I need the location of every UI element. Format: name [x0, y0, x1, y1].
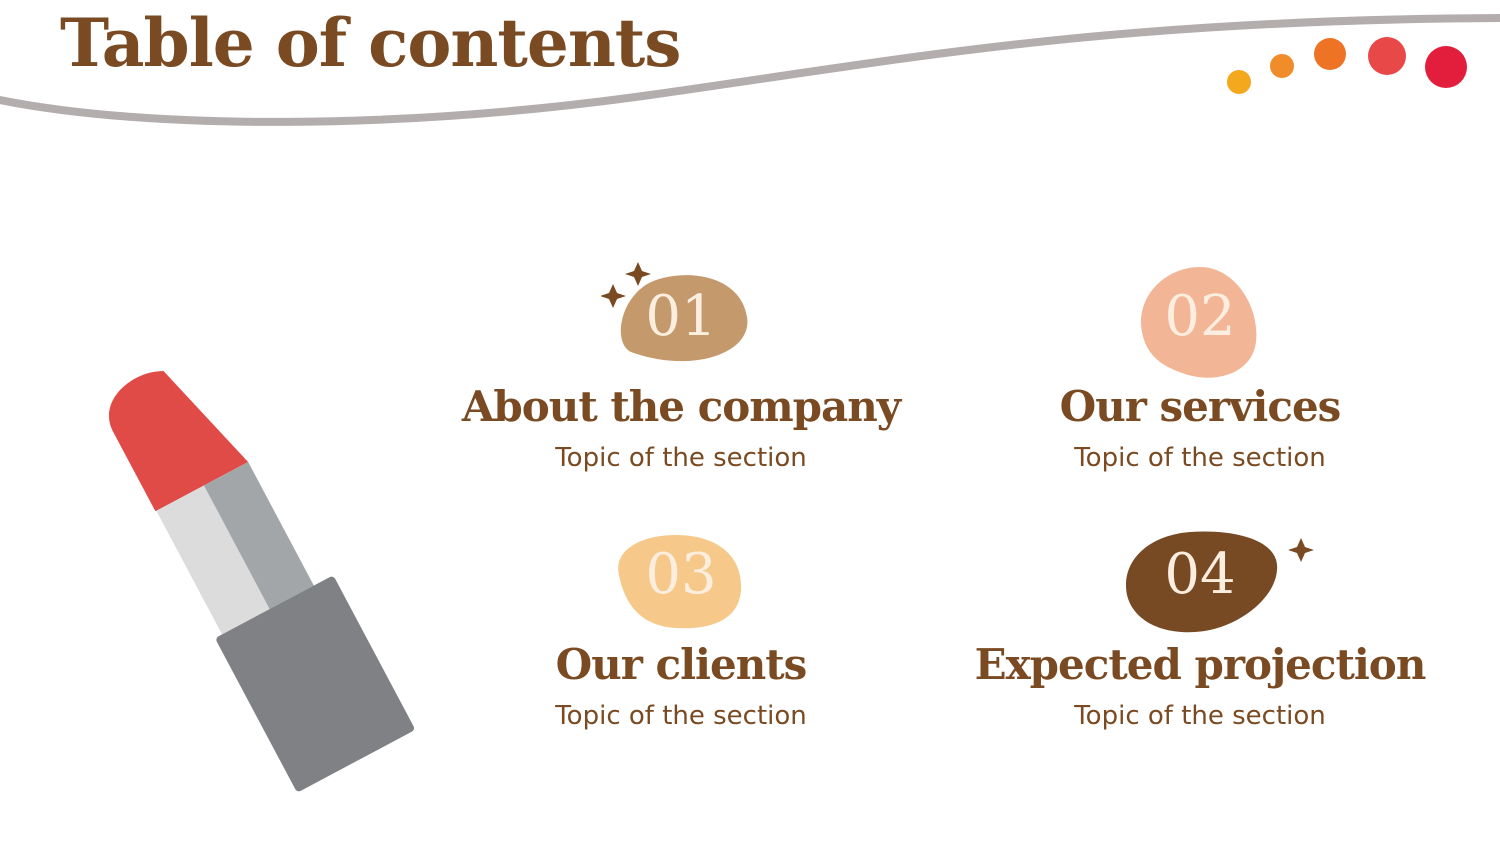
dot-icon: [1368, 37, 1406, 75]
sparkle-icon: [1288, 538, 1314, 562]
dot-icon: [1227, 70, 1251, 94]
dot-icon: [1314, 38, 1346, 70]
section-topic: Topic of the section: [555, 443, 807, 473]
section-heading: Expected projection: [974, 640, 1427, 689]
section-number: 04: [1164, 542, 1236, 607]
section-number: 02: [1164, 284, 1236, 349]
sparkle-icon: [625, 262, 651, 286]
toc-item-04[interactable]: 04 Expected projection Topic of the sect…: [940, 520, 1460, 731]
dot-icon: [1425, 46, 1467, 88]
section-heading: About the company: [461, 382, 901, 431]
section-topic: Topic of the section: [555, 701, 807, 731]
number-badge: 04: [1120, 520, 1314, 640]
header-wave: [0, 14, 1500, 126]
number-badge: 03: [601, 520, 761, 640]
section-topic: Topic of the section: [1074, 443, 1326, 473]
lipstick-icon: [108, 371, 415, 792]
toc-item-02[interactable]: 02 Our services Topic of the section: [940, 262, 1460, 473]
section-number: 01: [645, 284, 717, 349]
toc-item-01[interactable]: 01 About the company Topic of the sectio…: [421, 262, 941, 473]
number-badge: 01: [601, 262, 761, 382]
number-badge: 02: [1120, 262, 1280, 382]
section-number: 03: [645, 542, 717, 607]
section-heading: Our services: [1059, 382, 1342, 431]
sparkle-icon: [601, 284, 626, 308]
section-heading: Our clients: [555, 640, 808, 689]
toc-item-03[interactable]: 03 Our clients Topic of the section: [421, 520, 941, 731]
dot-icon: [1270, 54, 1294, 78]
section-topic: Topic of the section: [1074, 701, 1326, 731]
page-title: Table of contents: [60, 4, 681, 82]
